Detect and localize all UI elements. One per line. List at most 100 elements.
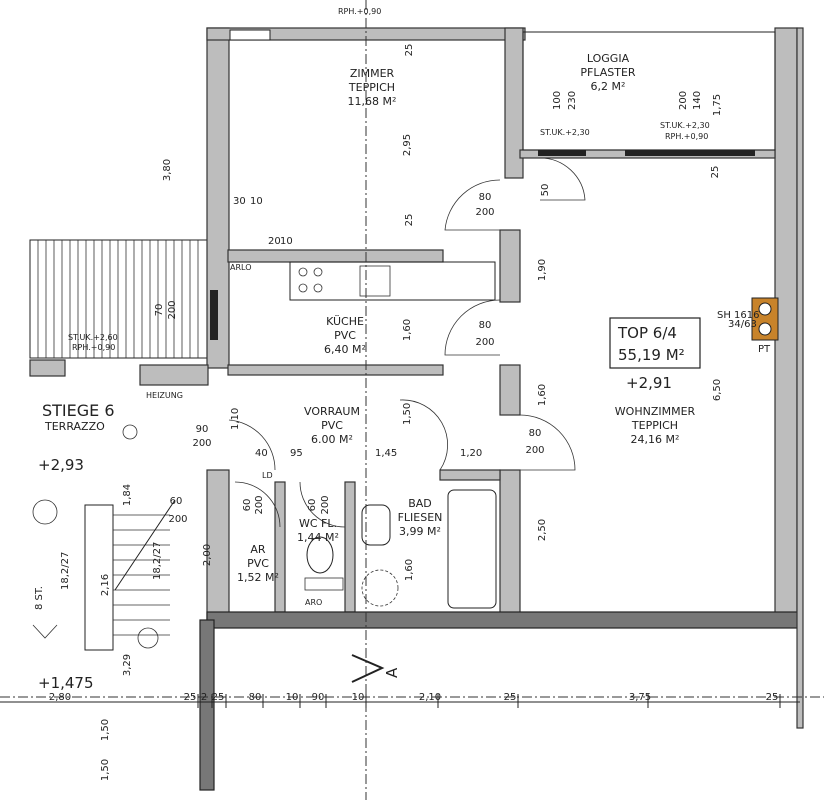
room-area-wc: 1,44 M²	[297, 531, 339, 544]
note-st-uk-stair: ST.UK.+2,60	[68, 333, 118, 342]
room-name-ar: AR	[250, 543, 266, 556]
dimension-label: 95	[290, 448, 303, 459]
note-st-uk-2: ST.UK.+2,30	[660, 121, 710, 130]
dimension-label: 2	[201, 692, 207, 703]
dimension-label: 25	[504, 692, 517, 703]
dimension-label: 25	[766, 692, 779, 703]
door-height: 200	[475, 337, 494, 348]
dimension-label: 10	[280, 236, 293, 247]
room-floor-kueche: PVC	[334, 329, 356, 342]
stairs-ratio: 18,2/27	[60, 552, 71, 590]
room-floor-ar: PVC	[247, 557, 269, 570]
room-area-vorraum: 6.00 M²	[311, 433, 353, 446]
room-name-wc: WC FL.	[299, 517, 337, 530]
window-loggia-1	[538, 150, 586, 156]
door-width: 90	[196, 424, 209, 435]
room-floor-wohnzimmer: TEPPICH	[631, 419, 678, 432]
dimension-label: 2,50	[537, 519, 548, 541]
note-rph-stair: RPH.+0,90	[72, 343, 115, 352]
room-area-kueche: 6,40 M²	[324, 343, 366, 356]
dimension-label: 2,95	[402, 134, 413, 156]
dimension-label: 25	[404, 214, 415, 227]
dimension-label: 50	[540, 184, 551, 197]
note-aro: ARO	[305, 598, 322, 607]
dimension-label: 80	[249, 692, 262, 703]
dimension-label: 3,75	[629, 692, 651, 703]
room-area-ar: 1,52 M²	[237, 571, 279, 584]
dimension-label: 25	[184, 692, 197, 703]
dimension-left-bottom: 2,80	[49, 692, 71, 703]
section-marker-label: A	[383, 667, 401, 678]
room-name-bad: BAD	[408, 497, 432, 510]
door-width: 80	[479, 320, 492, 331]
pt-label: PT	[758, 344, 771, 355]
stairs-ratio-2: 18,2/27	[152, 542, 163, 580]
dimension-label: 3,80	[162, 159, 173, 181]
note-rph-top: RPH.+0,90	[338, 7, 381, 16]
door-height: 200	[475, 207, 494, 218]
unit-label-box: TOP 6/4 55,19 M² +2,91	[609, 317, 701, 392]
dimension-label: 1,60	[402, 319, 413, 341]
door-height: 200	[168, 514, 187, 525]
door-height: 200	[192, 438, 211, 449]
room-floor-vorraum: PVC	[321, 419, 343, 432]
dimension-label: 40	[255, 448, 268, 459]
dimension-label: 1,45	[375, 448, 397, 459]
dimension-label: 25	[212, 692, 225, 703]
unit-level: +2,91	[626, 374, 672, 392]
unit-name: TOP 6/4	[617, 324, 677, 342]
dimension-label: 1,50	[100, 719, 111, 741]
room-area-bad: 3,99 M²	[399, 525, 441, 538]
room-name-kueche: KÜCHE	[326, 315, 364, 328]
dimension-label: 1,75	[712, 94, 723, 116]
dimension-label: 100	[552, 91, 563, 110]
kitchen-counter	[289, 261, 496, 301]
shaft-box	[751, 297, 779, 341]
window-kueche	[210, 290, 218, 340]
dimension-label: 1,20	[460, 448, 482, 459]
door-width: 70	[154, 304, 165, 317]
dimension-label: 1,60	[537, 384, 548, 406]
door-width: 80	[529, 428, 542, 439]
dimension-label: 230	[567, 91, 578, 110]
dimension-label: 20	[268, 236, 281, 247]
stairs-count: 8 ST.	[34, 586, 45, 610]
room-name-loggia: LOGGIA	[587, 52, 630, 65]
room-name-wohnzimmer: WOHNZIMMER	[615, 405, 696, 418]
dimension-label: 3,29	[122, 654, 133, 676]
dimension-label: 25	[710, 166, 721, 179]
balcony-railing	[29, 239, 209, 359]
dimension-label: 30	[233, 196, 246, 207]
dimension-label: 200	[678, 91, 689, 110]
dimension-label: 1,90	[537, 259, 548, 281]
dimension-label: 10	[286, 692, 299, 703]
stairs	[32, 424, 176, 651]
lower-level: +1,475	[38, 674, 94, 692]
shaft-label: SH 1616	[717, 310, 760, 321]
window-zimmer	[229, 29, 271, 41]
dimension-label: 1,50	[402, 403, 413, 425]
dimension-label: 25	[404, 44, 415, 57]
vertical-dimensions: 3,802,951,901,601,602,506,501,751,502,16…	[100, 44, 723, 782]
dimension-label: 2,16	[100, 574, 111, 596]
room-floor-loggia: PFLASTER	[580, 66, 636, 79]
window-loggia-2	[625, 150, 755, 156]
dimension-label: 2,00	[202, 544, 213, 566]
room-name-zimmer: ZIMMER	[350, 67, 395, 80]
note-ld: LD	[262, 471, 273, 480]
dimension-label: 10	[250, 196, 263, 207]
door-width: 60	[307, 499, 318, 512]
room-area-loggia: 6,2 M²	[591, 80, 626, 93]
shaft-label-2: 34/63	[728, 319, 757, 330]
door-height: 200	[525, 445, 544, 456]
door-swings	[228, 157, 586, 528]
room-area-zimmer: 11,68 M²	[348, 95, 397, 108]
stair-floor: TERRAZZO	[44, 420, 105, 433]
room-floor-zimmer: TEPPICH	[348, 81, 395, 94]
dimension-label: 1,60	[404, 559, 415, 581]
dimension-label: 140	[692, 91, 703, 110]
dimension-label: 1,50	[100, 759, 111, 781]
room-floor-bad: FLIESEN	[398, 511, 443, 524]
